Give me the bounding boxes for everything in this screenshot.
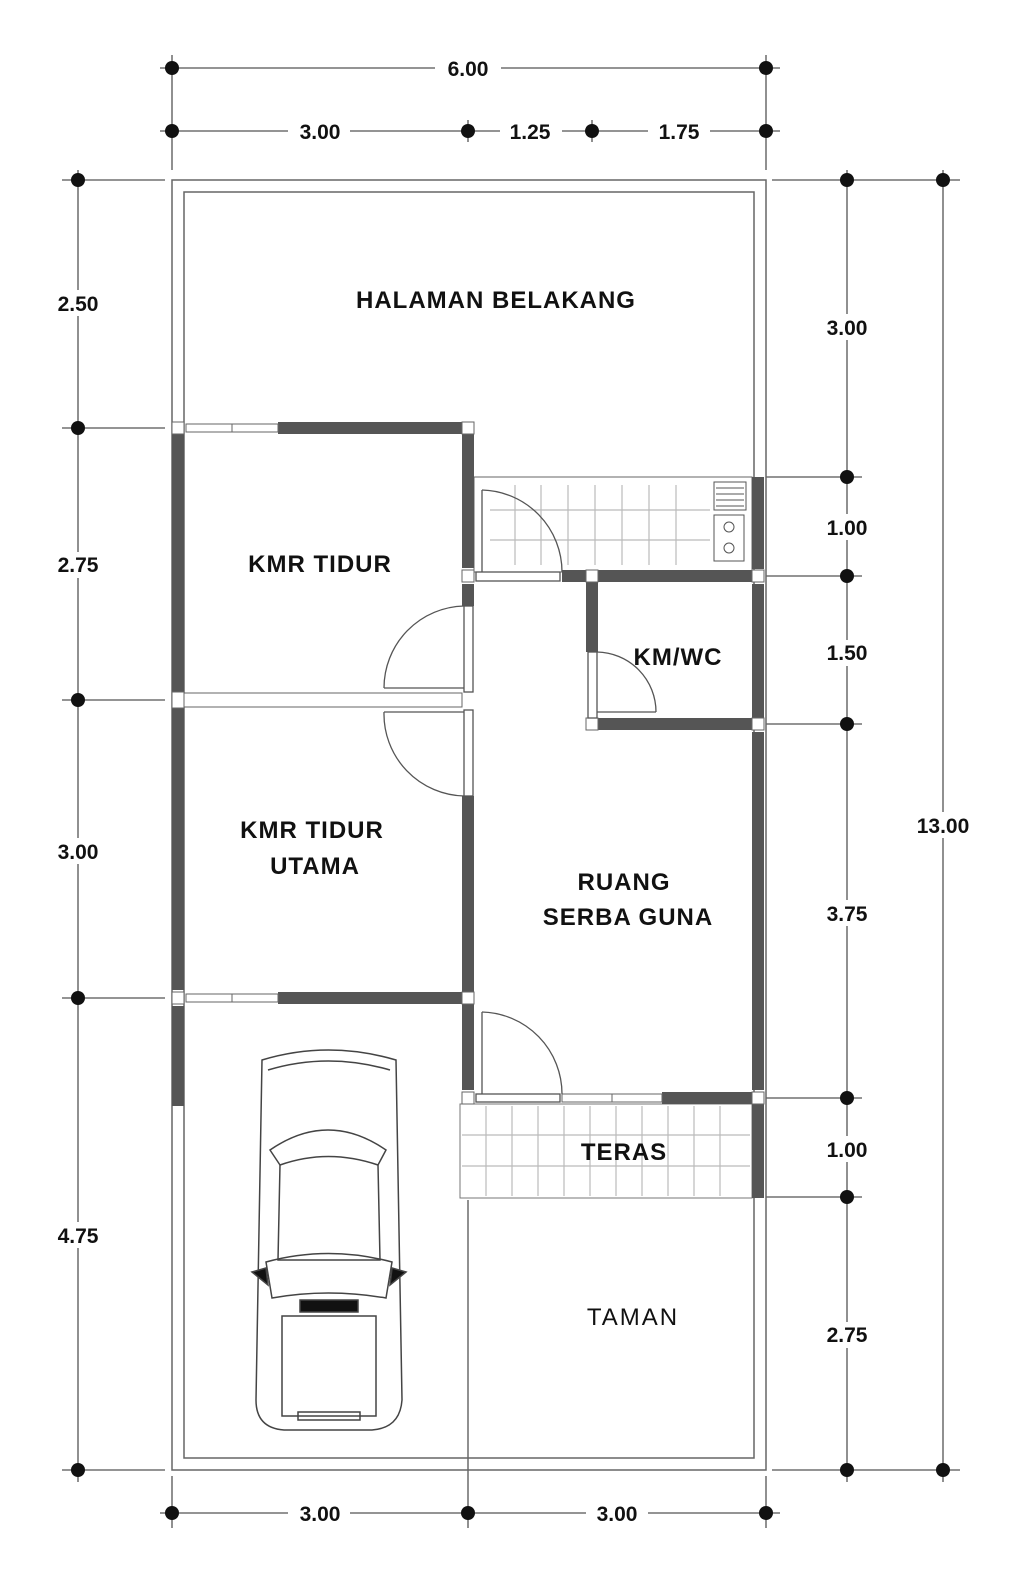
dim-bottom-1: 3.00: [300, 1503, 341, 1526]
label-terrace: TERAS: [581, 1139, 667, 1166]
door-kitchen: [475, 489, 563, 582]
dimension-left: 2.50 2.75 3.00 4.75: [48, 170, 165, 1482]
dim-right-1: 3.00: [827, 317, 868, 340]
door-bedroom: [383, 605, 474, 693]
label-bathroom: KM/WC: [634, 644, 723, 671]
dim-right-4: 3.75: [827, 903, 868, 926]
label-bedroom: KMR TIDUR: [248, 551, 392, 578]
room-labels: HALAMAN BELAKANG KMR TIDUR KMR TIDUR UTA…: [240, 287, 723, 1331]
door-main: [475, 1011, 563, 1103]
kitchen-tiles: [473, 476, 753, 573]
label-living-2: SERBA GUNA: [543, 904, 713, 931]
dimension-bottom: 3.00 3.00: [160, 1200, 780, 1528]
doors: [383, 489, 657, 1103]
label-backyard: HALAMAN BELAKANG: [356, 287, 636, 314]
dim-right-5: 1.00: [827, 1139, 868, 1162]
dim-top-1: 3.00: [300, 121, 341, 144]
car-icon: [250, 1049, 408, 1431]
terrace-tiles: [459, 1103, 753, 1199]
door-bathroom: [587, 651, 657, 719]
dim-right-6: 2.75: [827, 1324, 868, 1347]
dim-left-1: 2.50: [58, 293, 99, 316]
dim-left-2: 2.75: [58, 554, 99, 577]
dim-left-3: 3.00: [58, 841, 99, 864]
sink-icon: [713, 481, 747, 511]
dimension-right: 3.00 1.00 1.50 3.75 1.00 2.75 13.00: [766, 170, 981, 1482]
dim-right-3: 1.50: [827, 642, 868, 665]
label-master-bedroom-2: UTAMA: [270, 853, 360, 880]
dim-top-3: 1.75: [659, 121, 700, 144]
label-living-1: RUANG: [578, 869, 671, 896]
dim-top-total: 6.00: [448, 58, 489, 81]
label-master-bedroom-1: KMR TIDUR: [240, 817, 384, 844]
windows: [185, 423, 663, 1103]
dim-bottom-2: 3.00: [597, 1503, 638, 1526]
door-master-bedroom: [383, 709, 474, 797]
walls: [171, 421, 765, 1198]
dim-right-total: 13.00: [917, 815, 970, 838]
label-garden: TAMAN: [587, 1304, 679, 1331]
dim-right-2: 1.00: [827, 517, 868, 540]
dim-left-4: 4.75: [58, 1225, 99, 1248]
dim-top-2: 1.25: [510, 121, 551, 144]
dimension-top: 6.00 3.00 1.25 1.75: [160, 55, 780, 170]
stove-icon: [713, 514, 745, 562]
